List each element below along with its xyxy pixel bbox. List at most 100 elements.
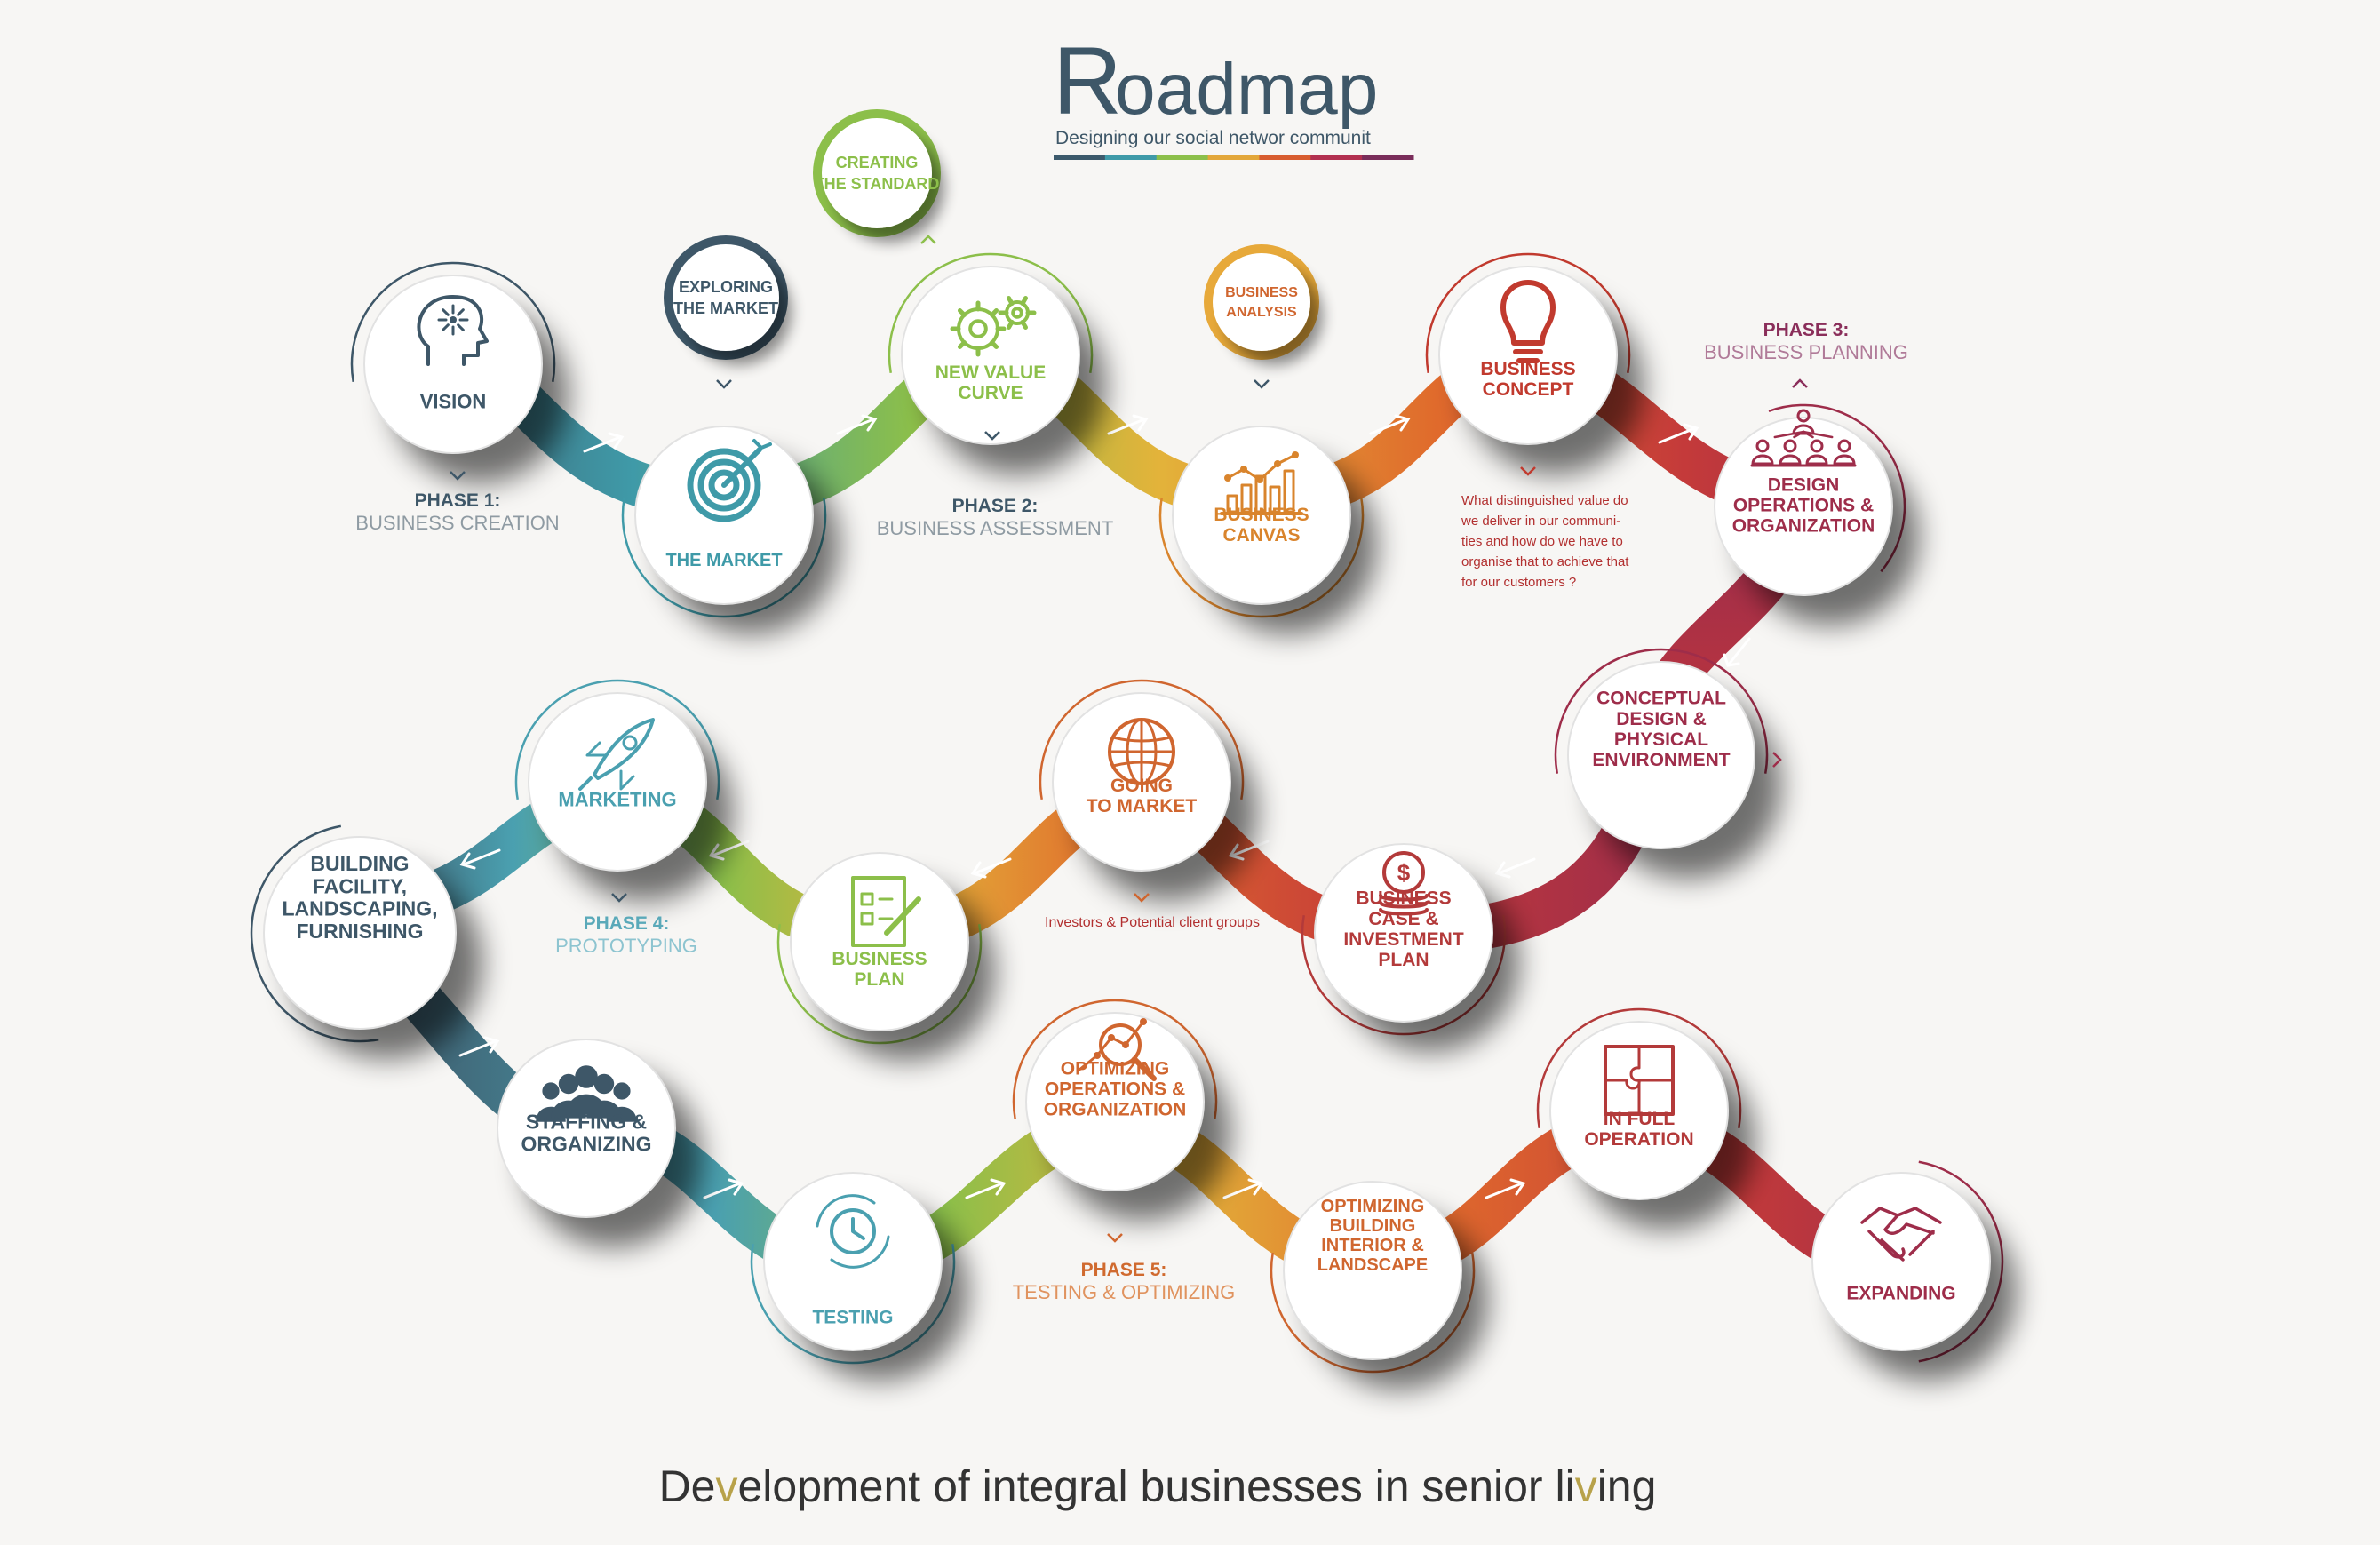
bar-chart-icon bbox=[1220, 451, 1303, 515]
title-initial: R bbox=[1053, 27, 1122, 134]
arrow-icon bbox=[1107, 414, 1149, 435]
subtitle: Designing our social networ communit bbox=[1055, 128, 1371, 148]
bubble-label: BUSINESS bbox=[1225, 285, 1298, 300]
node-label: BUSINESS bbox=[832, 949, 927, 969]
gears-icon bbox=[950, 296, 1037, 357]
tagline-part: De bbox=[659, 1461, 716, 1511]
node-circle bbox=[1812, 1173, 1990, 1350]
outer-arc bbox=[1554, 648, 1769, 774]
node-label: ORGANIZING bbox=[521, 1133, 652, 1156]
node-label: NEW VALUE bbox=[935, 362, 1046, 383]
node-circle bbox=[791, 853, 968, 1031]
node-rim bbox=[263, 836, 457, 1030]
node-label: CASE & bbox=[1368, 909, 1438, 929]
phase-subtitle: TESTING & OPTIMIZING bbox=[1013, 1281, 1236, 1303]
phase-3: PHASE 3:BUSINESS PLANNING bbox=[1704, 320, 1908, 363]
node-label: OPTIMIZING bbox=[1321, 1197, 1425, 1216]
node-circle bbox=[497, 1039, 675, 1217]
phase-subtitle: BUSINESS ASSESSMENT bbox=[877, 517, 1114, 539]
node-rim bbox=[497, 1039, 676, 1218]
arrow-icon bbox=[1723, 637, 1751, 667]
node-label: PLAN bbox=[854, 969, 904, 990]
phase-subtitle: BUSINESS PLANNING bbox=[1704, 341, 1908, 363]
node-label: VISION bbox=[420, 391, 487, 413]
node-label: ORGANIZATION bbox=[1044, 1099, 1187, 1119]
node-circle bbox=[1439, 267, 1617, 444]
node-circle bbox=[1284, 1182, 1461, 1359]
node-circle bbox=[635, 426, 813, 604]
node-label: OPERATION bbox=[1584, 1129, 1693, 1150]
rocket-icon bbox=[578, 718, 655, 791]
footer-tagline: Development of integral businesses in se… bbox=[659, 1461, 1657, 1511]
node-rim bbox=[1714, 417, 1893, 596]
title-bar-segment bbox=[1207, 155, 1260, 160]
node-label: BUILDING bbox=[1330, 1216, 1416, 1236]
note-line: organise that to achieve that bbox=[1461, 554, 1629, 569]
arrow-icon bbox=[1658, 423, 1699, 444]
title-bar-segment bbox=[1259, 155, 1311, 160]
magnifier-icon bbox=[1078, 1018, 1157, 1081]
node-rim bbox=[1314, 843, 1493, 1023]
node-rim bbox=[528, 692, 707, 872]
node-rim bbox=[1283, 1181, 1462, 1360]
phase-title: PHASE 3: bbox=[1763, 320, 1850, 340]
outer-arc bbox=[350, 261, 556, 383]
outer-arc bbox=[888, 252, 1094, 374]
node-label: OPERATIONS & bbox=[1733, 495, 1874, 515]
node-label: TESTING bbox=[812, 1307, 893, 1327]
track-arrows bbox=[458, 414, 1751, 1199]
title-color-bar bbox=[1054, 155, 1414, 160]
node-label: BUSINESS bbox=[1480, 359, 1575, 379]
node-label: LANDSCAPING, bbox=[282, 897, 437, 920]
phase-title: PHASE 4: bbox=[584, 913, 670, 934]
arrow-icon bbox=[1228, 840, 1270, 861]
node-label: EXPANDING bbox=[1846, 1283, 1955, 1303]
node-circle bbox=[364, 275, 542, 453]
arrow-icon bbox=[1485, 1178, 1526, 1199]
outer-arc bbox=[1768, 403, 1906, 573]
node-label: BUSINESS bbox=[1214, 505, 1309, 525]
people-icon bbox=[536, 1065, 637, 1122]
checklist-icon bbox=[851, 876, 921, 947]
note-line: ties and how do we have to bbox=[1461, 534, 1623, 549]
phase-subtitle: PROTOTYPING bbox=[555, 935, 697, 957]
title-bar-segment bbox=[1362, 155, 1414, 160]
title-bar-segment bbox=[1104, 155, 1158, 160]
bubble-label: THE MARKET bbox=[673, 299, 778, 317]
arrow-icon bbox=[836, 414, 878, 435]
phase-title: PHASE 2: bbox=[952, 496, 1039, 516]
outer-arcs bbox=[250, 252, 2004, 1374]
tagline-part: elopment of integral businesses in senio… bbox=[738, 1461, 1575, 1511]
org-chart-icon bbox=[1750, 409, 1857, 467]
chevron-icon bbox=[1772, 752, 1782, 768]
title-bar-segment bbox=[1054, 155, 1106, 160]
node-label: CONCEPTUAL bbox=[1596, 689, 1726, 709]
outer-arc bbox=[250, 824, 379, 1043]
bubble-exploring: EXPLORING THE MARKET bbox=[664, 235, 788, 360]
node-rim bbox=[901, 266, 1080, 445]
node-rim bbox=[1438, 266, 1618, 445]
outer-arc bbox=[1012, 999, 1218, 1120]
bubble-label: EXPLORING bbox=[679, 278, 773, 296]
arrow-icon bbox=[703, 1178, 744, 1199]
arrow-icon bbox=[1369, 414, 1411, 435]
svg-text:$: $ bbox=[1397, 859, 1411, 886]
node-circle bbox=[902, 267, 1079, 444]
arrow-icon bbox=[1494, 857, 1536, 879]
chevron-icon bbox=[1134, 893, 1150, 903]
node-label: STAFFING & bbox=[526, 1110, 647, 1133]
chevron-icon bbox=[1254, 379, 1270, 389]
arrow-icon bbox=[708, 840, 750, 861]
node-label: ORGANIZATION bbox=[1732, 515, 1875, 536]
